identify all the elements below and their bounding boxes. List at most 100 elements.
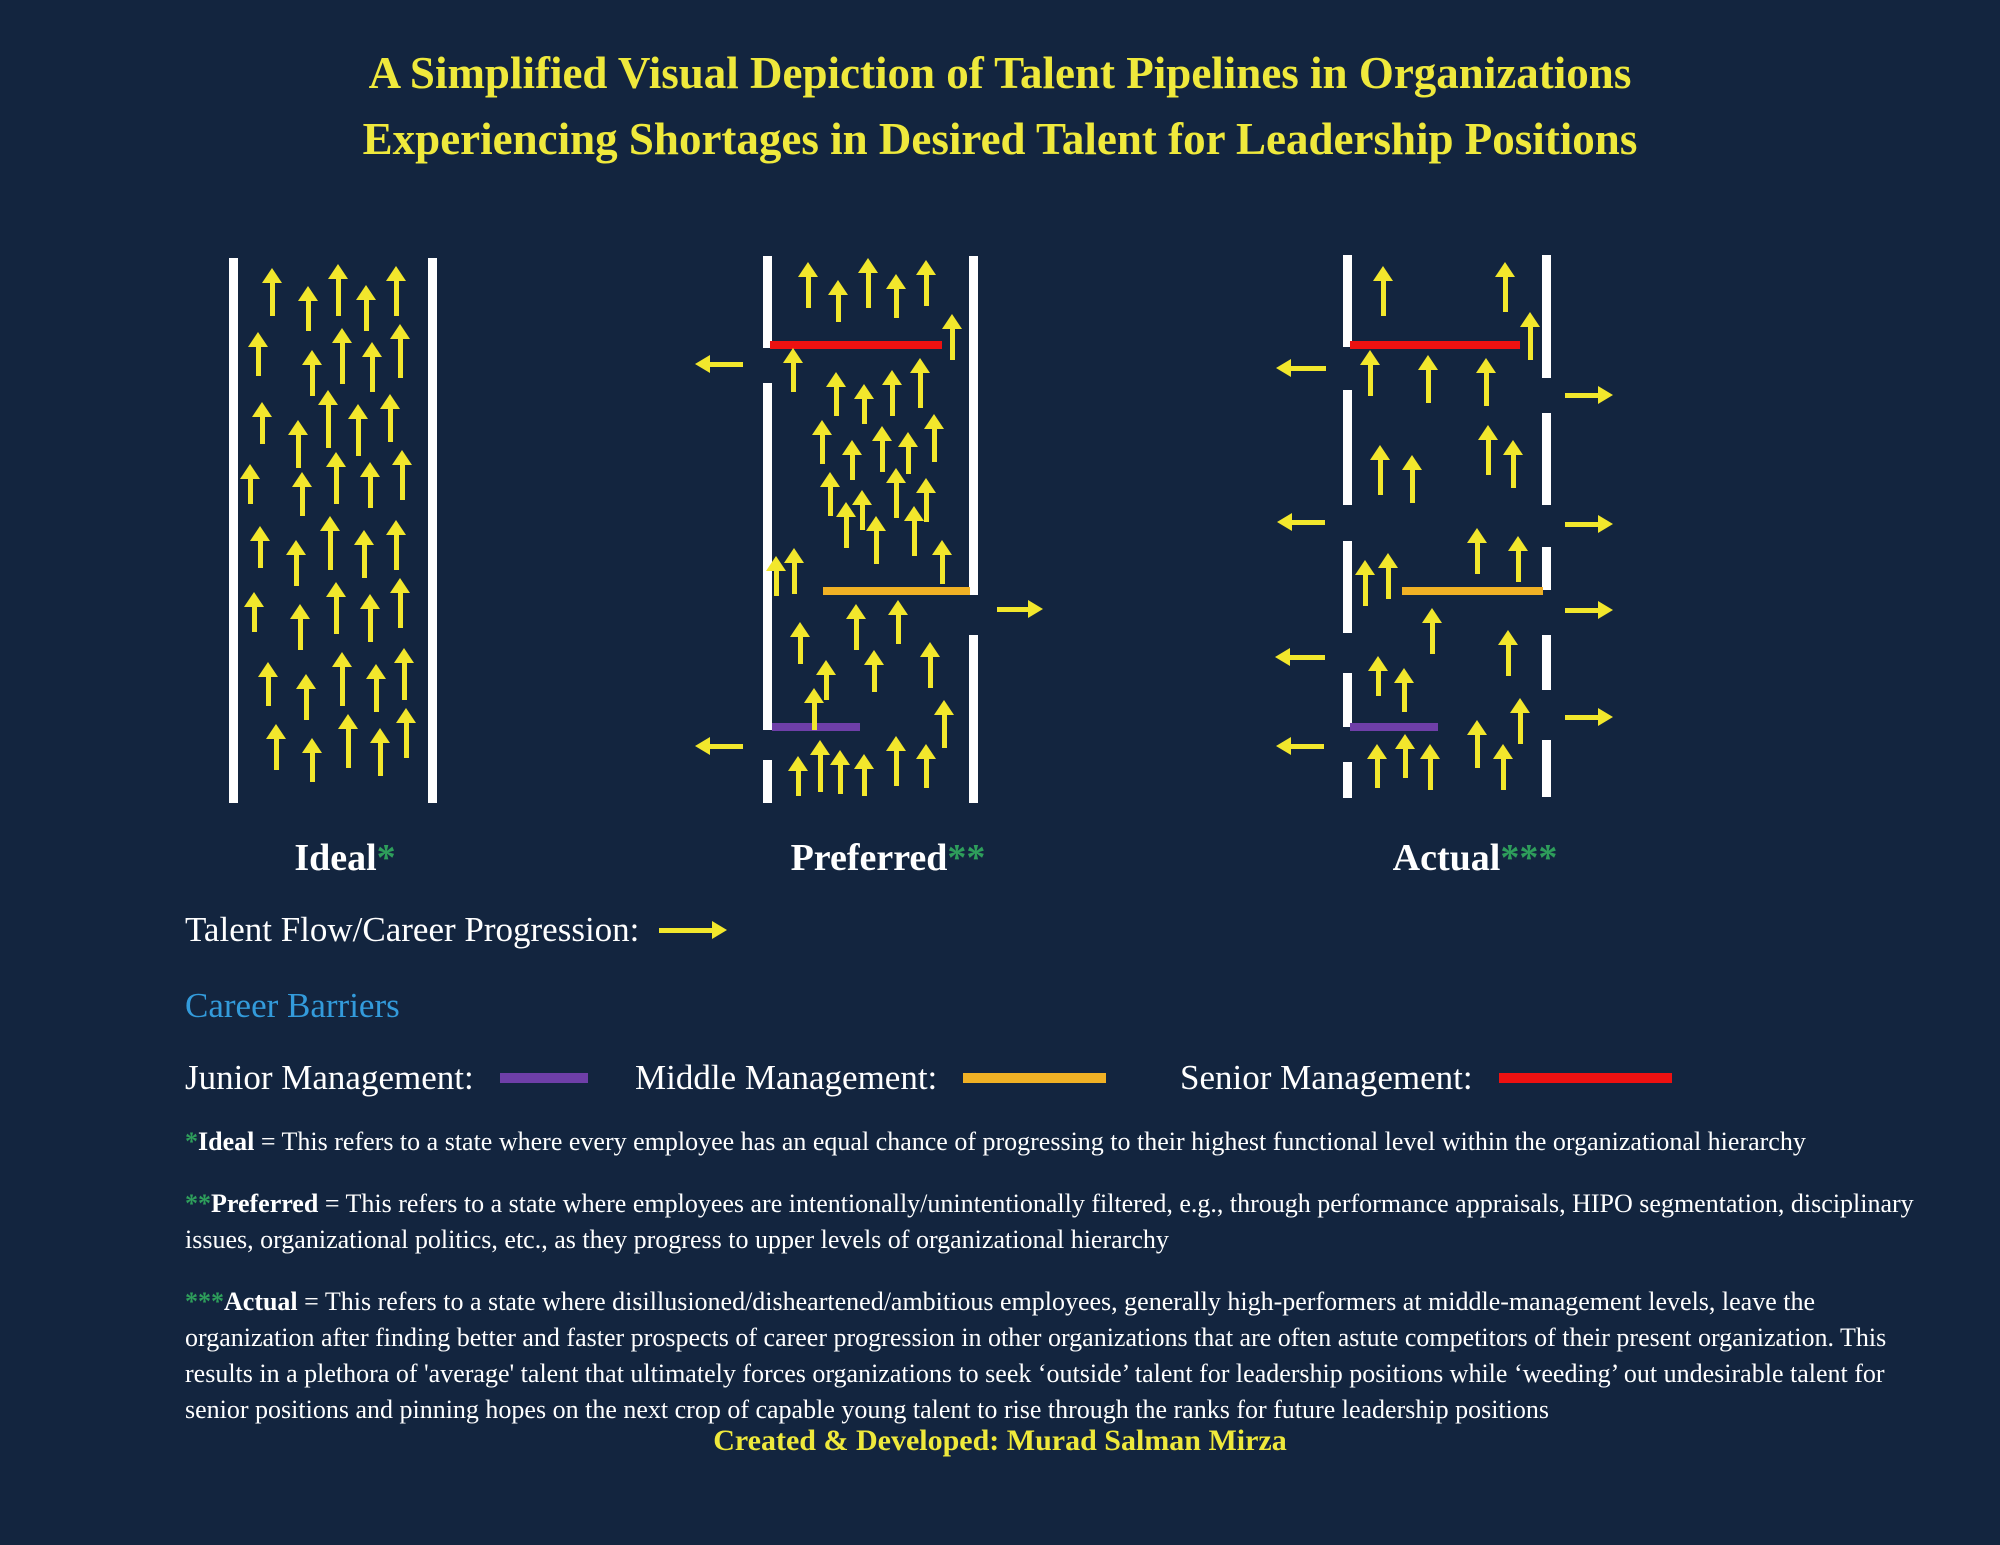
actual-wall-segment	[1343, 541, 1352, 633]
footnote-text: = This refers to a state where employees…	[185, 1189, 1914, 1254]
arrowhead	[1378, 553, 1398, 568]
arrowhead	[904, 506, 924, 521]
arrow-shaft	[837, 765, 843, 794]
arrow-shaft	[1291, 743, 1324, 749]
arrow-shaft	[401, 663, 407, 700]
arrowhead	[886, 736, 906, 751]
arrow-shaft	[835, 295, 841, 322]
preferred-wall-segment	[763, 760, 772, 803]
preferred-wall-segment	[969, 256, 978, 595]
arrowhead	[252, 402, 272, 417]
arrow-shaft	[397, 339, 403, 378]
arrow-shaft	[399, 465, 405, 500]
actual-middle-barrier	[1402, 587, 1543, 595]
arrowhead	[816, 660, 836, 675]
arrowhead	[332, 328, 352, 343]
arrow-shaft	[861, 769, 867, 796]
left-exit-arrow	[695, 736, 743, 756]
up-arrow	[360, 462, 380, 508]
arrow-shaft	[1409, 470, 1415, 503]
up-arrow	[1373, 266, 1393, 316]
asterisk: *	[185, 1127, 198, 1156]
arrow-shaft	[873, 531, 879, 564]
title-line-1: A Simplified Visual Depiction of Talent …	[368, 48, 1632, 98]
up-arrow	[872, 426, 892, 472]
arrowhead	[320, 516, 340, 531]
up-arrow	[1402, 455, 1422, 503]
arrowhead	[1598, 386, 1613, 404]
arrowhead	[886, 468, 906, 483]
arrow-shaft	[1474, 543, 1480, 574]
arrowhead	[262, 268, 282, 283]
up-arrow	[332, 652, 352, 706]
arrow-shaft	[791, 563, 797, 594]
right-exit-arrow	[1565, 600, 1613, 620]
up-arrow	[1418, 355, 1438, 403]
arrow-shaft	[309, 365, 315, 396]
up-arrow	[942, 314, 962, 360]
up-arrow	[396, 708, 416, 758]
arrowhead	[864, 650, 884, 665]
arrowhead	[882, 370, 902, 385]
preferred-senior-barrier	[770, 341, 942, 349]
up-arrow	[783, 348, 803, 392]
arrowhead	[858, 258, 878, 273]
actual-wall-segment	[1343, 673, 1352, 727]
actual-wall-segment	[1542, 740, 1551, 797]
ideal-wall-segment	[229, 258, 238, 803]
arrowhead	[286, 540, 306, 555]
arrow-shaft	[853, 619, 859, 650]
arrow-shaft	[1517, 713, 1523, 744]
right-exit-arrow	[1565, 514, 1613, 534]
arrow-shaft	[905, 447, 911, 474]
senior-management-label: Senior Management:	[1180, 1058, 1473, 1097]
arrowhead	[370, 728, 390, 743]
arrow-shaft	[339, 343, 345, 384]
right-exit-arrow	[997, 599, 1043, 619]
arrow-shaft	[1402, 749, 1408, 778]
arrowhead	[1478, 425, 1498, 440]
pipeline-label-preferred: Preferred**	[791, 836, 986, 880]
up-arrow	[298, 286, 318, 331]
arrowhead	[354, 530, 374, 545]
arrow-shaft	[923, 759, 929, 788]
title-line-2: Experiencing Shortages in Desired Talent…	[362, 114, 1638, 164]
arrowhead	[266, 724, 286, 739]
arrowhead	[1370, 445, 1390, 460]
up-arrow	[916, 478, 936, 522]
arrowhead	[290, 604, 310, 619]
arrowhead	[810, 740, 830, 755]
arrow-shaft	[295, 435, 301, 468]
arrow-shaft	[1483, 373, 1489, 406]
arrow-shaft	[273, 739, 279, 770]
arrow-shaft	[889, 385, 895, 416]
arrowhead	[328, 264, 348, 279]
arrow-shaft	[939, 555, 945, 584]
arrowhead	[916, 744, 936, 759]
arrowhead	[292, 472, 312, 487]
arrow-shaft	[397, 593, 403, 628]
arrow-shaft	[1292, 519, 1325, 525]
middle-barrier-swatch	[963, 1073, 1107, 1083]
arrowhead	[288, 420, 308, 435]
up-arrow	[784, 548, 804, 594]
footnote-text: = This refers to a state where every emp…	[254, 1127, 1806, 1156]
footnotes: *Ideal = This refers to a state where ev…	[185, 1124, 1940, 1454]
up-arrow	[766, 556, 786, 596]
arrowhead	[934, 700, 954, 715]
asterisk: ***	[185, 1287, 224, 1316]
arrow-shaft	[255, 347, 261, 376]
arrow-shaft	[403, 723, 409, 758]
senior-management-legend: Senior Management:	[1180, 1058, 1672, 1098]
arrowhead	[302, 350, 322, 365]
arrowhead	[866, 516, 886, 531]
arrowhead	[302, 738, 322, 753]
page-title: A Simplified Visual Depiction of Talent …	[0, 40, 2000, 172]
arrowhead	[1508, 536, 1528, 551]
arrow-shaft	[1375, 671, 1381, 696]
arrow-shaft	[325, 405, 331, 448]
up-arrow	[916, 260, 936, 306]
arrowhead	[826, 372, 846, 387]
arrow-shaft	[1527, 327, 1533, 360]
up-arrow	[296, 674, 316, 720]
